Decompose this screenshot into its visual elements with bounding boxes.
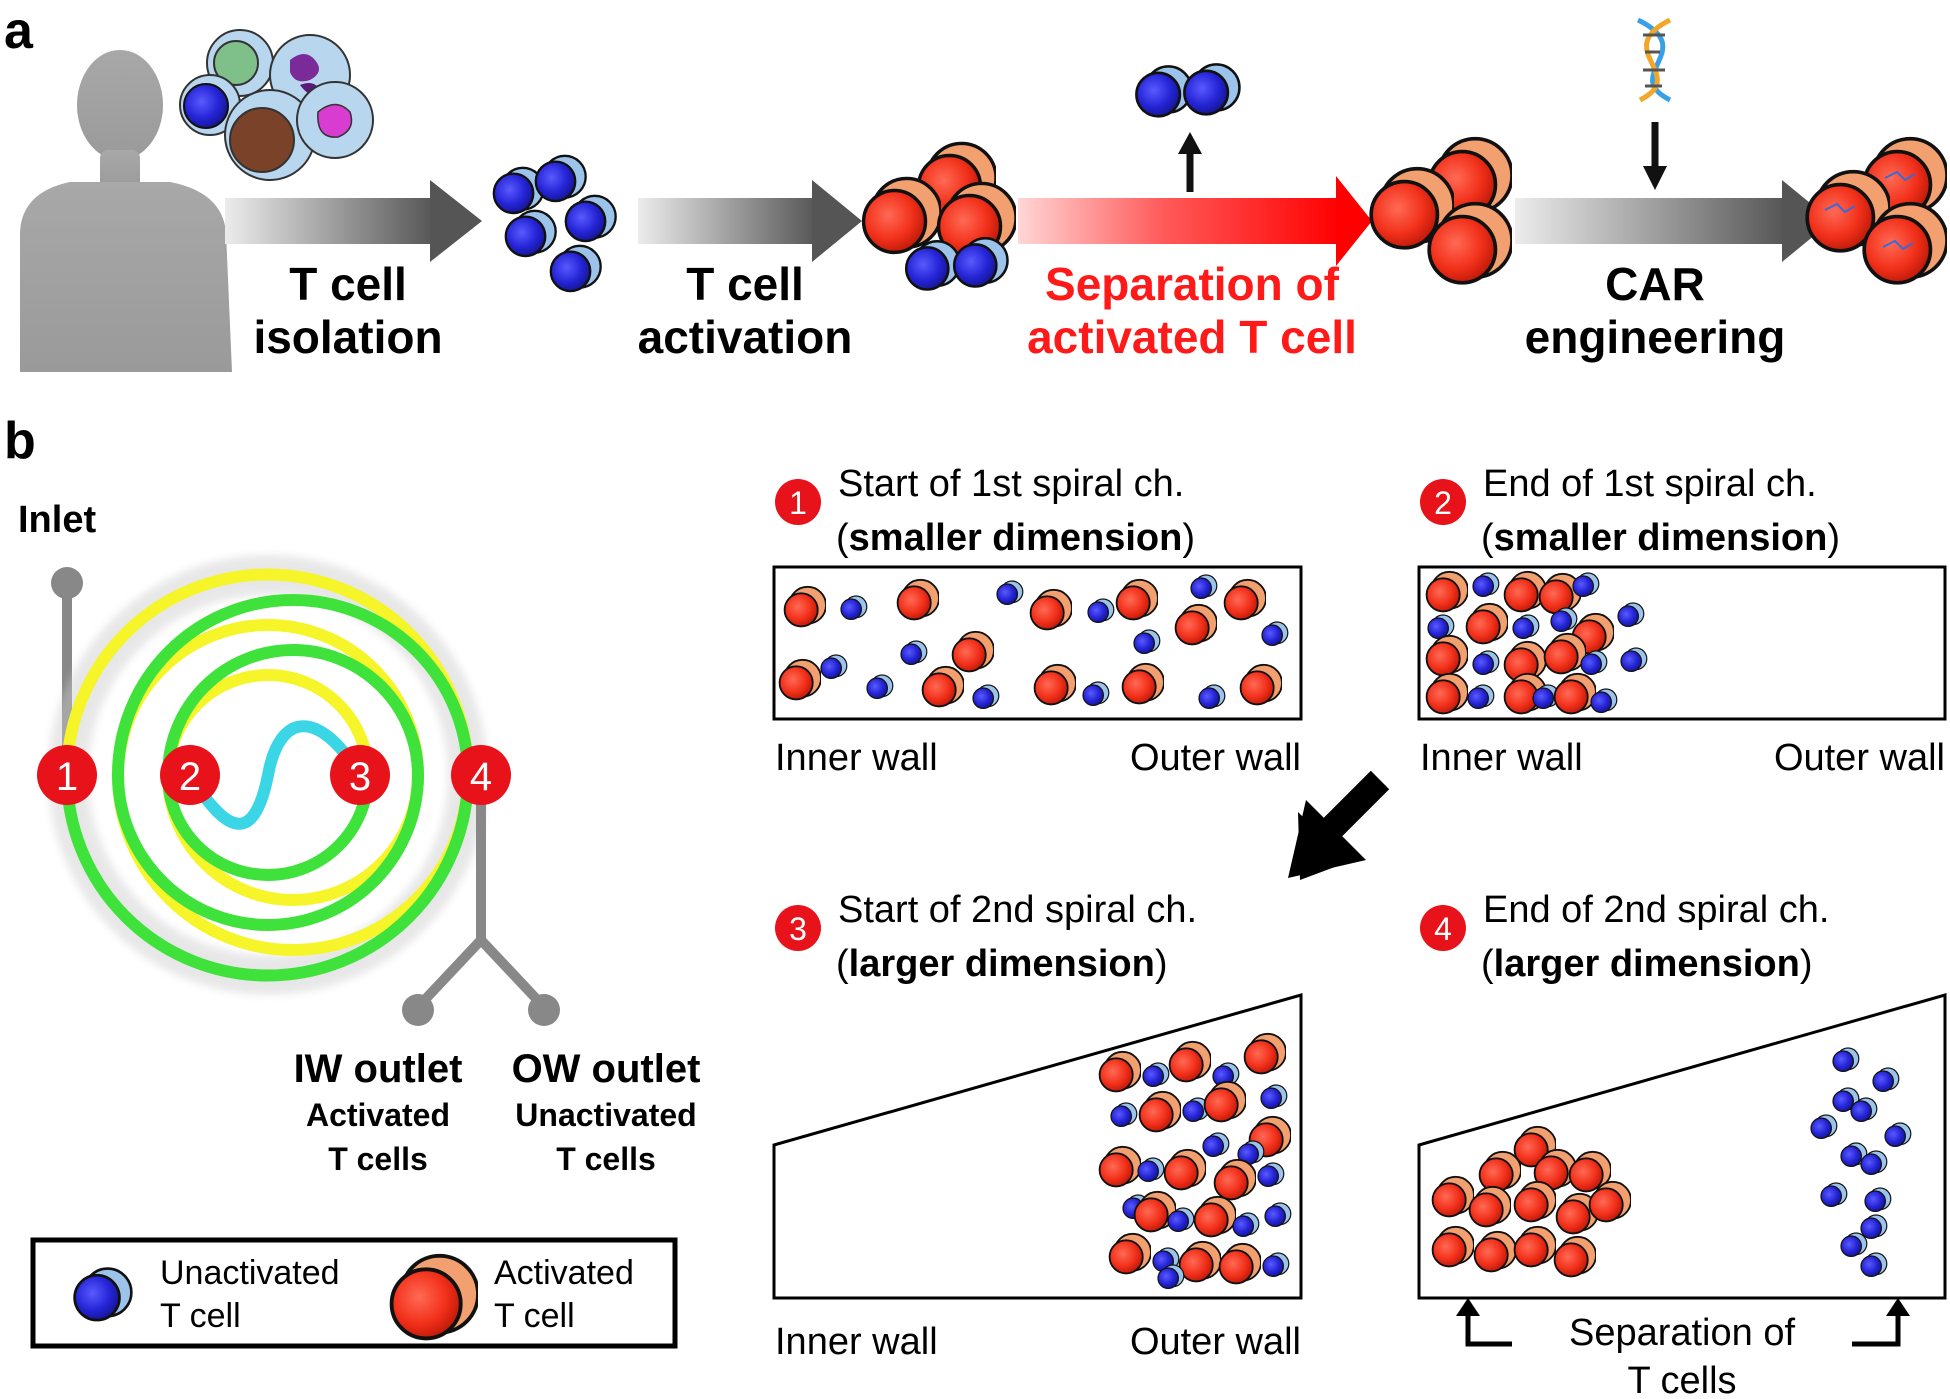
step-car-line2: engineering: [1525, 311, 1786, 363]
section-2-header: 2 End of 1st spiral ch. (smaller dimensi…: [1420, 463, 1840, 559]
section-2-channel: [1417, 565, 1947, 721]
legend-activated-line2: T cell: [494, 1297, 575, 1335]
separation-bracket-left-icon: [1456, 1298, 1512, 1347]
section-4-header: 4 End of 2nd spiral ch. (larger dimensio…: [1420, 889, 1829, 985]
svg-text:(larger dimension): (larger dimension): [836, 943, 1168, 985]
iw-outlet-title: IW outlet: [294, 1047, 463, 1091]
arrow-activation: [638, 180, 862, 262]
step-isolation-line2: isolation: [253, 311, 442, 363]
svg-text:1: 1: [789, 485, 807, 521]
svg-text:4: 4: [1434, 911, 1452, 947]
svg-text:1: 1: [56, 755, 78, 799]
svg-text:2: 2: [179, 755, 201, 799]
diagonal-arrow-icon: [1288, 770, 1390, 880]
car-t-cells: [1805, 136, 1947, 285]
separated-activated-cells: [1369, 136, 1512, 285]
step-activation-line1: T cell: [686, 258, 804, 310]
iw-outlet-port: [402, 994, 434, 1026]
ow-outlet-port: [528, 994, 560, 1026]
step-separation-line2: activated T cell: [1027, 311, 1357, 363]
arrow-separation: [1018, 176, 1372, 266]
arrow-car-engineering: [1515, 180, 1832, 262]
inlet-port: [51, 567, 83, 599]
up-arrow-icon: [1178, 132, 1202, 192]
iw-outlet-line2: T cells: [328, 1141, 428, 1177]
svg-text:4: 4: [470, 755, 492, 799]
section-4-channel: [1417, 993, 1947, 1300]
ow-outlet-title: OW outlet: [512, 1047, 701, 1091]
section-3-inner-wall: Inner wall: [775, 1321, 938, 1363]
ow-outlet-line1: Unactivated: [515, 1097, 696, 1133]
panel-b-label: b: [4, 412, 36, 470]
spiral-marker-4: 4: [451, 745, 511, 805]
svg-text:3: 3: [789, 911, 807, 947]
spiral-marker-2: 2: [160, 745, 220, 805]
arrow-isolation: [225, 180, 482, 262]
down-arrow-icon: [1643, 122, 1667, 190]
legend-unactivated-line2: T cell: [160, 1297, 241, 1335]
svg-text:(smaller dimension): (smaller dimension): [1481, 517, 1840, 559]
activated-mixed-cells: [861, 141, 1016, 291]
section-2-outer-wall: Outer wall: [1774, 737, 1945, 779]
section-1-title: Start of 1st spiral ch.: [838, 463, 1184, 505]
svg-text:2: 2: [1434, 485, 1452, 521]
step-car-line1: CAR: [1605, 258, 1705, 310]
svg-text:(larger dimension): (larger dimension): [1481, 943, 1813, 985]
separation-bracket-right-icon: [1852, 1298, 1910, 1347]
human-silhouette-icon: [20, 50, 232, 372]
dna-icon: [1636, 17, 1672, 103]
section-4-title: End of 2nd spiral ch.: [1483, 889, 1829, 931]
legend-activated-line1: Activated: [494, 1254, 634, 1292]
section-4-separation-line1: Separation of: [1569, 1312, 1795, 1354]
svg-text:(smaller dimension): (smaller dimension): [836, 517, 1195, 559]
section-3-title: Start of 2nd spiral ch.: [838, 889, 1197, 931]
ow-outlet-line2: T cells: [556, 1141, 656, 1177]
inlet-label: Inlet: [18, 499, 96, 541]
section-3-header: 3 Start of 2nd spiral ch. (larger dimens…: [775, 889, 1197, 985]
svg-text:3: 3: [349, 755, 371, 799]
step-isolation-line1: T cell: [289, 258, 407, 310]
section-3-outer-wall: Outer wall: [1130, 1321, 1301, 1363]
step-activation-line2: activation: [638, 311, 853, 363]
isolated-t-cells: [492, 154, 617, 293]
section-2-inner-wall: Inner wall: [1420, 737, 1583, 779]
section-4-separation-line2: T cells: [1627, 1360, 1736, 1399]
section-1-outer-wall: Outer wall: [1130, 737, 1301, 779]
section-1-header: 1 Start of 1st spiral ch. (smaller dimen…: [775, 463, 1195, 559]
spiral-marker-3: 3: [330, 745, 390, 805]
section-2-title: End of 1st spiral ch.: [1483, 463, 1817, 505]
removed-unactivated-cells: [1135, 63, 1241, 118]
panel-a-label: a: [4, 2, 34, 60]
section-1-inner-wall: Inner wall: [775, 737, 938, 779]
blood-cell-cluster-icon: [179, 29, 374, 181]
legend-unactivated-line1: Unactivated: [160, 1254, 340, 1292]
iw-outlet-line1: Activated: [306, 1097, 450, 1133]
step-separation-line1: Separation of: [1045, 258, 1340, 310]
legend: Unactivated T cell Activated T cell: [30, 1237, 678, 1349]
spiral-marker-1: 1: [37, 745, 97, 805]
